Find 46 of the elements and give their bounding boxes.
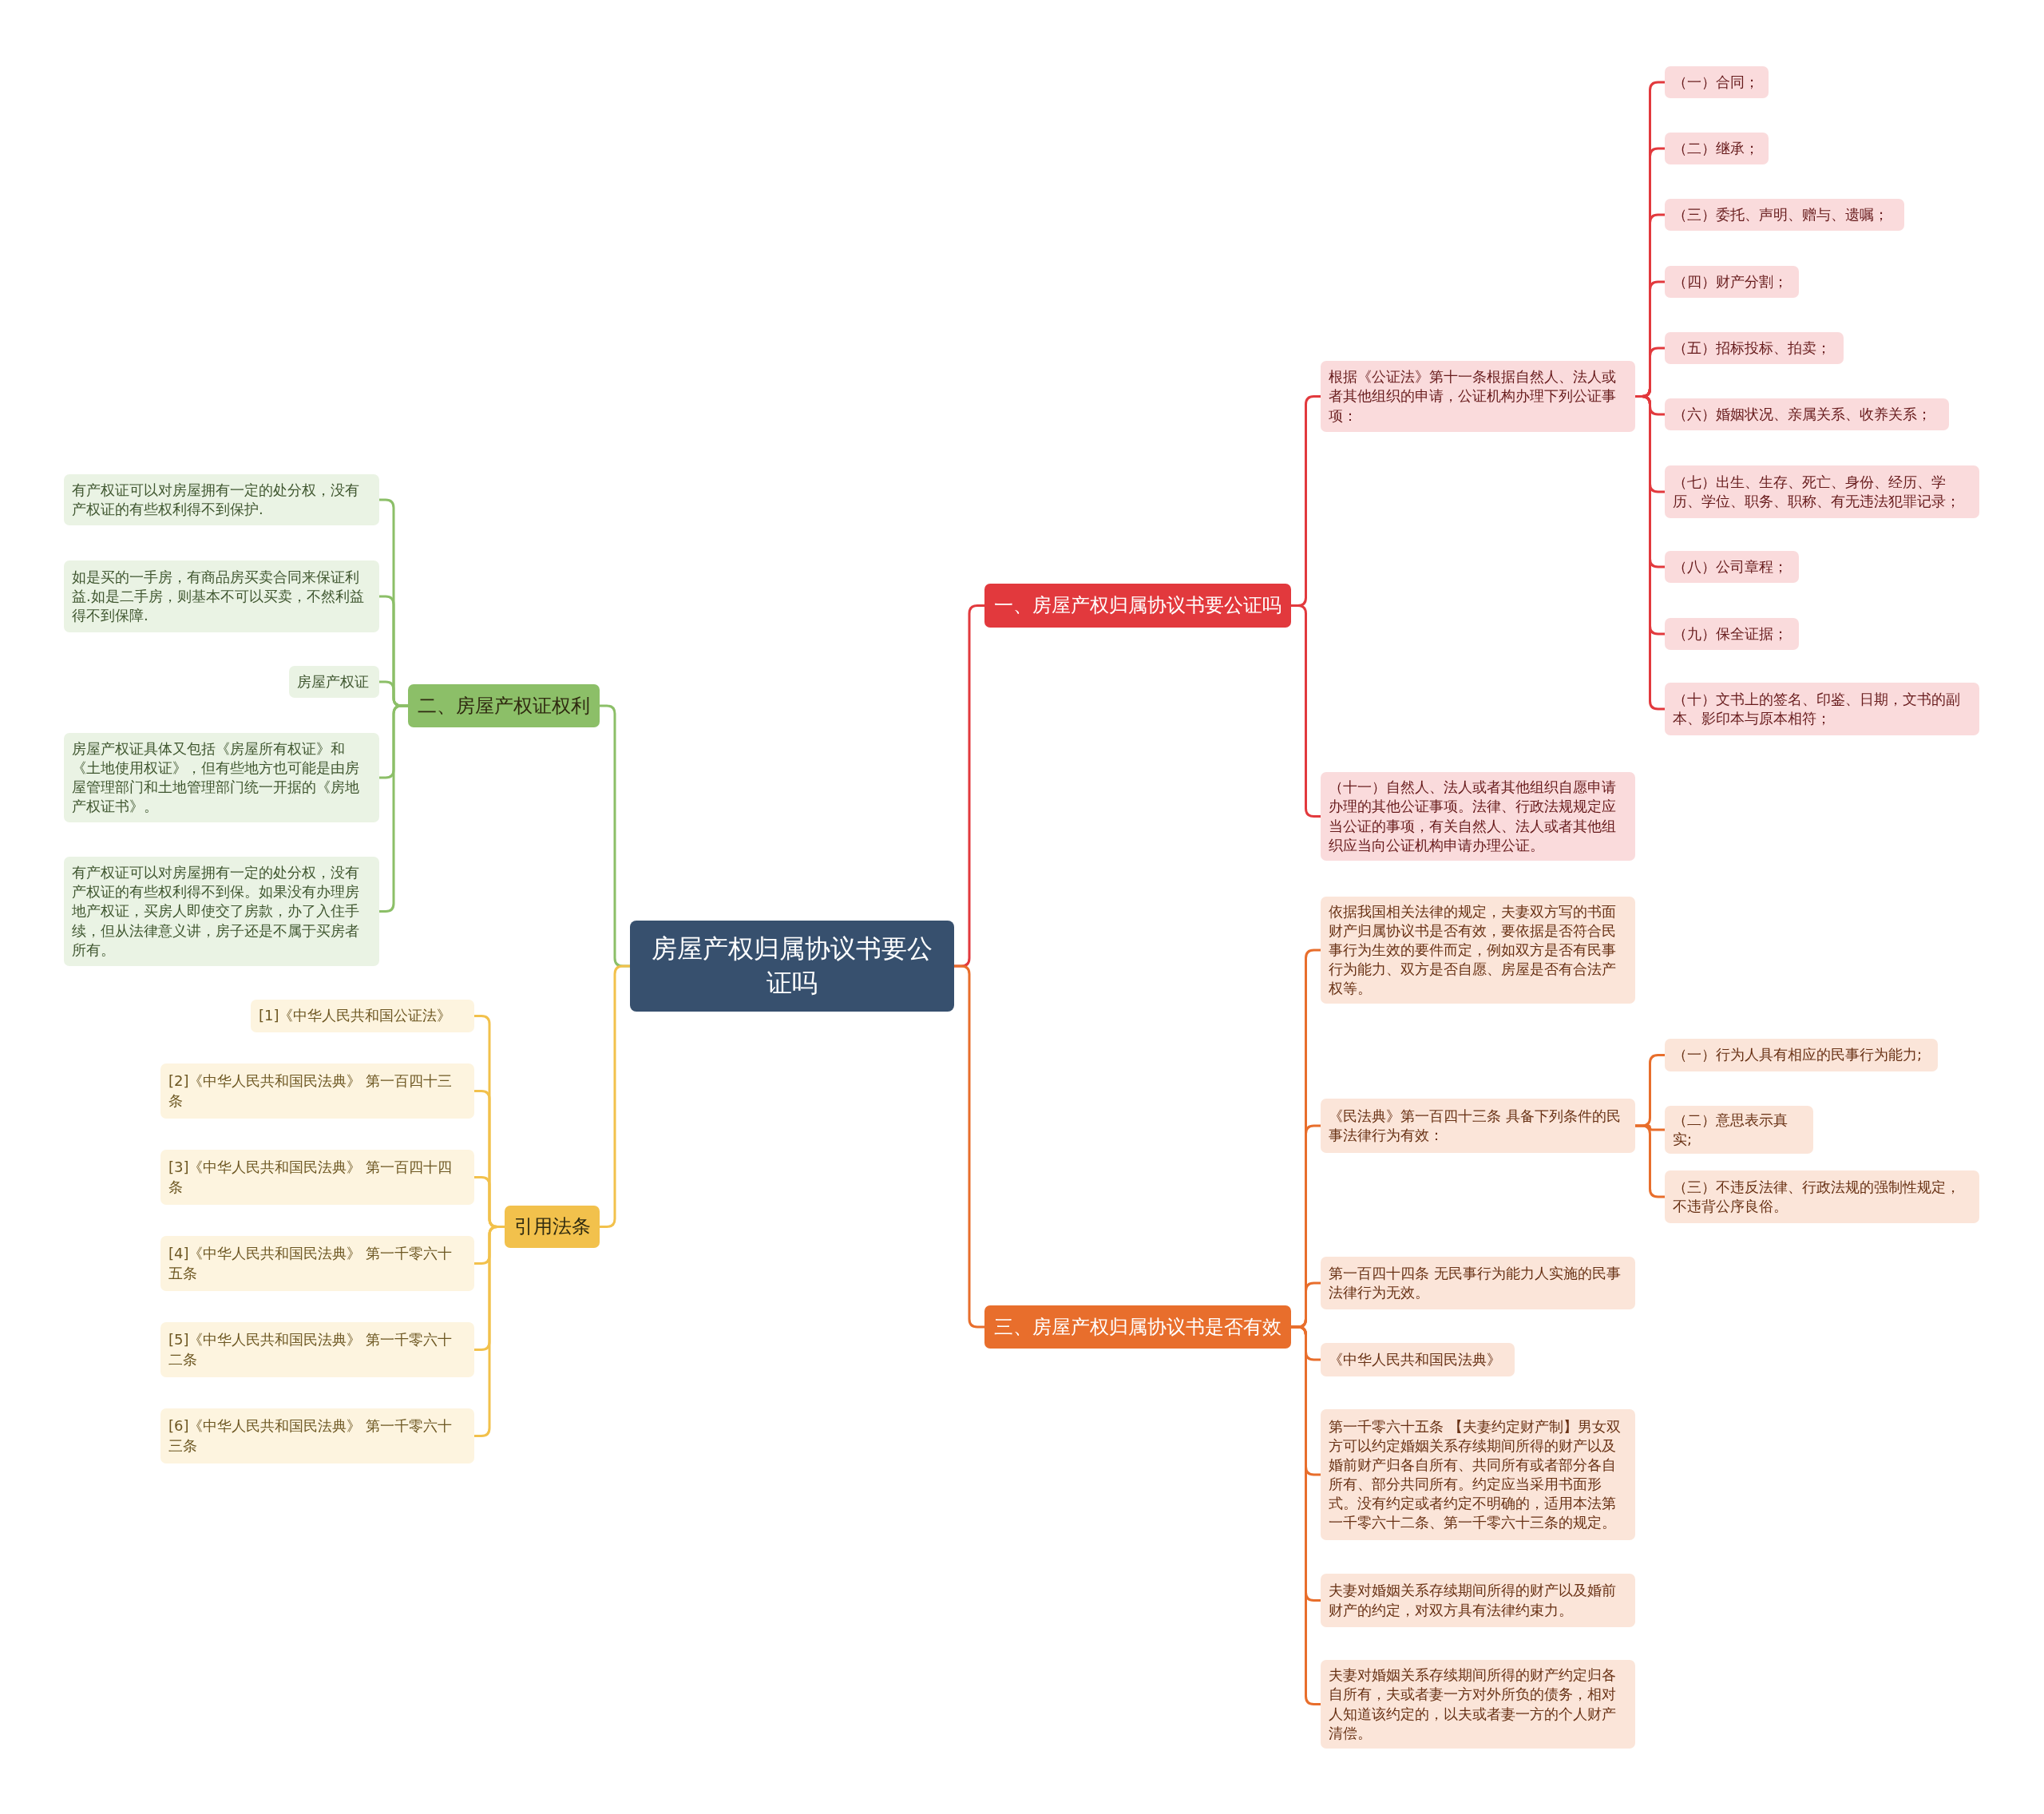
subtopic-box: 有产权证可以对房屋拥有一定的处分权，没有产权证的有些权利得不到保护. (64, 474, 379, 525)
subtopic-box: （三）委托、声明、赠与、遗嘱； (1665, 199, 1904, 231)
branch-topic: 一、房屋产权归属协议书要公证吗 (984, 584, 1291, 628)
subtopic-box: （十）文书上的签名、印鉴、日期，文书的副本、影印本与原本相符； (1665, 683, 1979, 735)
central-topic: 房屋产权归属协议书要公证吗 (630, 921, 954, 1012)
subtopic-box: 夫妻对婚姻关系存续期间所得的财产以及婚前财产的约定，对双方具有法律约束力。 (1321, 1574, 1635, 1627)
subtopic-box: （六）婚姻状况、亲属关系、收养关系； (1665, 398, 1949, 430)
subtopic-box: 夫妻对婚姻关系存续期间所得的财产约定归各自所有，夫或者妻一方对外所负的债务，相对人知道该约定的，以夫或者妻一方的个人财产清偿。 (1321, 1660, 1635, 1749)
subtopic-box: （八）公司章程； (1665, 551, 1799, 583)
connector-line (379, 704, 408, 913)
subtopic-box: （二）意思表示真实; (1665, 1106, 1813, 1155)
subtopic-box: 《民法典》第一百四十三条 具备下列条件的民事法律行为有效： (1321, 1099, 1635, 1153)
subtopic-box: （四）财产分割； (1665, 266, 1799, 298)
subtopic-box: [2]《中华人民共和国民法典》 第一百四十三条 (160, 1063, 474, 1119)
connector-line (1635, 1124, 1665, 1198)
subtopic-box: 根据《公证法》第十一条根据自然人、法人或者其他组织的申请，公证机构办理下列公证事项： (1321, 361, 1635, 432)
subtopic-box: （十一）自然人、法人或者其他组织自愿申请办理的其他公证事项。法律、行政法规规定应当公证的事项，有关自然人、法人或者其他组织应当向公证机构申请办理公证。 (1321, 772, 1635, 861)
branch-topic: 三、房屋产权归属协议书是否有效 (984, 1305, 1291, 1349)
subtopic-box: （二）继承； (1665, 133, 1769, 164)
subtopic-box: （一）合同； (1665, 66, 1769, 98)
connector-line (1291, 1325, 1321, 1705)
subtopic-box: 第一千零六十五条 【夫妻约定财产制】男女双方可以约定婚姻关系存续期间所得的财产以及婚前财产归各自所有、共同所有或者部分各自所有、部分共同所有。约定应当采用书面形式。没有约定或者约定不明确的，适用本法第一千零六十二条、第一千零六十三条的规定。 (1321, 1409, 1635, 1540)
connector-line (600, 964, 630, 1228)
subtopic-box: 依据我国相关法律的规定，夫妻双方写的书面财产归属协议书是否有效，要依据是否符合民事行为生效的要件而定，例如双方是否有民事行为能力、双方是否自愿、房屋是否有合法产权等。 (1321, 897, 1635, 1004)
branch-topic: 引用法条 (505, 1206, 600, 1248)
subtopic-box: （五）招标投标、拍卖； (1665, 332, 1844, 364)
subtopic-box: 如是买的一手房，有商品房买卖合同来保证利益.如是二手房，则基本不可以买卖，不然利益得不到保障. (64, 560, 379, 632)
subtopic-box: [6]《中华人民共和国民法典》 第一千零六十三条 (160, 1408, 474, 1463)
subtopic-box: [4]《中华人民共和国民法典》 第一千零六十五条 (160, 1236, 474, 1291)
subtopic-box: [3]《中华人民共和国民法典》 第一百四十四条 (160, 1150, 474, 1205)
subtopic-box: （九）保全证据； (1665, 618, 1799, 650)
subtopic-box: [1]《中华人民共和国公证法》 (251, 1000, 474, 1032)
subtopic-box: [5]《中华人民共和国民法典》 第一千零六十二条 (160, 1322, 474, 1377)
subtopic-box: （三）不违反法律、行政法规的强制性规定，不违背公序良俗。 (1665, 1170, 1979, 1223)
subtopic-box: （一）行为人具有相应的民事行为能力; (1665, 1039, 1938, 1071)
subtopic-box: 房屋产权证 (289, 666, 379, 698)
subtopic-box: （七）出生、生存、死亡、身份、经历、学历、学位、职务、职称、有无违法犯罪记录； (1665, 465, 1979, 518)
branch-topic: 二、房屋产权证权利 (408, 684, 600, 727)
subtopic-box: 《中华人民共和国民法典》 (1321, 1343, 1515, 1376)
connector-line (1635, 395, 1665, 711)
subtopic-box: 第一百四十四条 无民事行为能力人实施的民事法律行为无效。 (1321, 1257, 1635, 1309)
connector-line (1291, 604, 1321, 818)
subtopic-box: 房屋产权证具体又包括《房屋所有权证》和《土地使用权证》，但有些地方也可能是由房屋管理部门和土地管理部门统一开据的《房地产权证书》。 (64, 733, 379, 822)
connector-line (474, 1226, 505, 1437)
connector-line (954, 964, 984, 1329)
subtopic-box: 有产权证可以对房屋拥有一定的处分权，没有产权证的有些权利得不到保。如果没有办理房地产权证，买房人即使交了房款，办了入住手续，但从法律意义讲，房子还是不属于买房者所有。 (64, 857, 379, 966)
